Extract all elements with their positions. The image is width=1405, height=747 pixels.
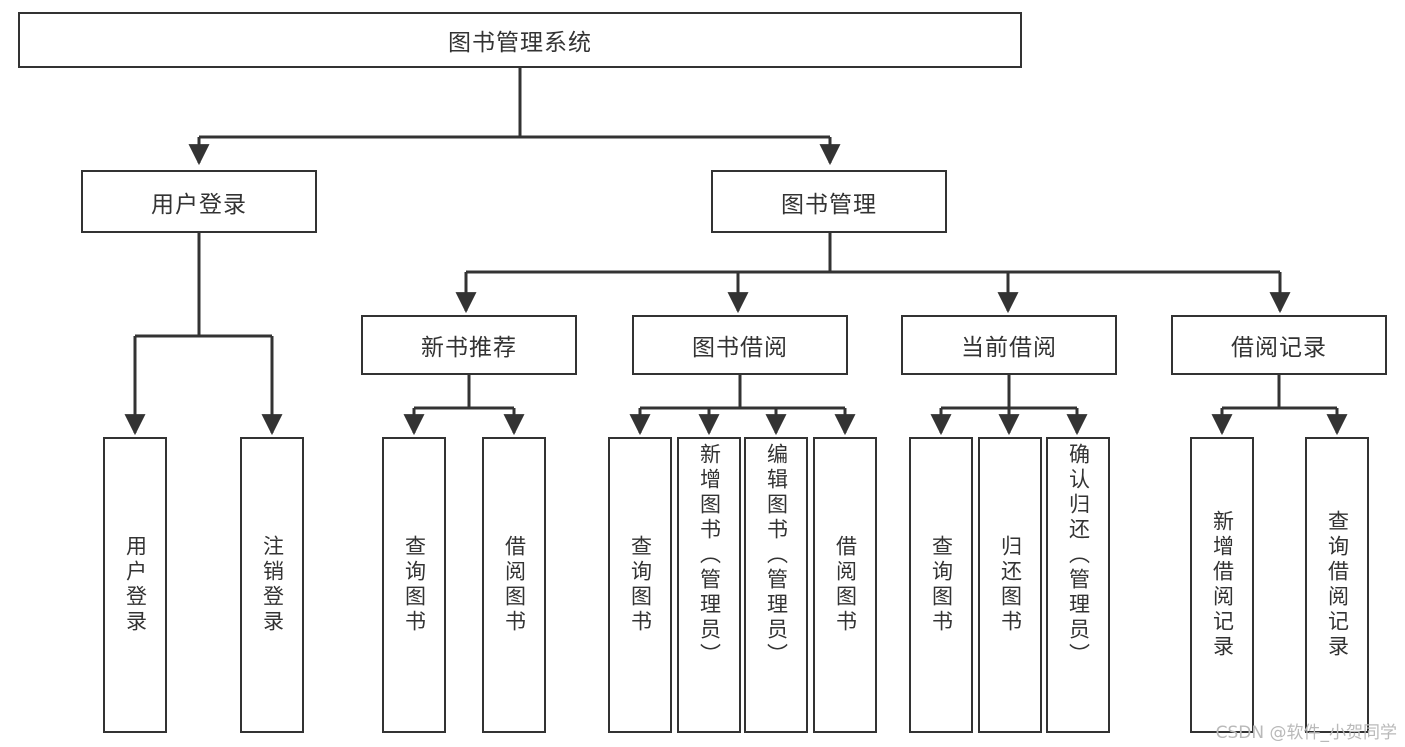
- leaf-label: 查询图书: [402, 535, 427, 635]
- leaf-borrow-record-add[interactable]: 新增借阅记录: [1190, 437, 1254, 733]
- leaf-current-borrow-confirm[interactable]: 确认归还（管理员）: [1046, 437, 1110, 733]
- leaf-label: 用户登录: [123, 535, 148, 635]
- node-root-label: 图书管理系统: [448, 30, 592, 56]
- leaf-label: 新增图书（管理员）: [697, 443, 722, 668]
- node-root[interactable]: 图书管理系统: [18, 12, 1022, 68]
- node-book-management[interactable]: 图书管理: [711, 170, 947, 233]
- node-user-login[interactable]: 用户登录: [81, 170, 317, 233]
- leaf-new-book-borrow[interactable]: 借阅图书: [482, 437, 546, 733]
- node-borrow-record-label: 借阅记录: [1231, 335, 1327, 361]
- node-current-borrow-label: 当前借阅: [961, 335, 1057, 361]
- leaf-user-login-login[interactable]: 用户登录: [103, 437, 167, 733]
- leaf-current-borrow-query[interactable]: 查询图书: [909, 437, 973, 733]
- node-book-management-label: 图书管理: [781, 191, 877, 218]
- leaf-label: 查询借阅记录: [1325, 510, 1350, 660]
- leaf-label: 归还图书: [998, 535, 1023, 635]
- leaf-label: 借阅图书: [502, 535, 527, 635]
- leaf-label: 借阅图书: [833, 535, 858, 635]
- node-new-book-recommend-label: 新书推荐: [421, 335, 517, 361]
- leaf-book-borrow-edit[interactable]: 编辑图书（管理员）: [744, 437, 808, 733]
- leaf-borrow-record-query[interactable]: 查询借阅记录: [1305, 437, 1369, 733]
- leaf-current-borrow-return[interactable]: 归还图书: [978, 437, 1042, 733]
- leaf-label: 编辑图书（管理员）: [764, 443, 789, 668]
- node-user-login-label: 用户登录: [151, 191, 247, 218]
- leaf-user-login-logout[interactable]: 注销登录: [240, 437, 304, 733]
- leaf-label: 查询图书: [929, 535, 954, 635]
- node-book-borrow[interactable]: 图书借阅: [632, 315, 848, 375]
- node-current-borrow[interactable]: 当前借阅: [901, 315, 1117, 375]
- leaf-book-borrow-query[interactable]: 查询图书: [608, 437, 672, 733]
- csdn-watermark: CSDN @软件_小贺同学: [1215, 723, 1397, 743]
- leaf-label: 注销登录: [260, 535, 285, 635]
- leaf-label: 新增借阅记录: [1210, 510, 1235, 660]
- leaf-book-borrow-add[interactable]: 新增图书（管理员）: [677, 437, 741, 733]
- leaf-new-book-query[interactable]: 查询图书: [382, 437, 446, 733]
- leaf-book-borrow-borrow[interactable]: 借阅图书: [813, 437, 877, 733]
- node-borrow-record[interactable]: 借阅记录: [1171, 315, 1387, 375]
- leaf-label: 查询图书: [628, 535, 653, 635]
- leaf-label: 确认归还（管理员）: [1066, 443, 1091, 668]
- node-new-book-recommend[interactable]: 新书推荐: [361, 315, 577, 375]
- node-book-borrow-label: 图书借阅: [692, 335, 788, 361]
